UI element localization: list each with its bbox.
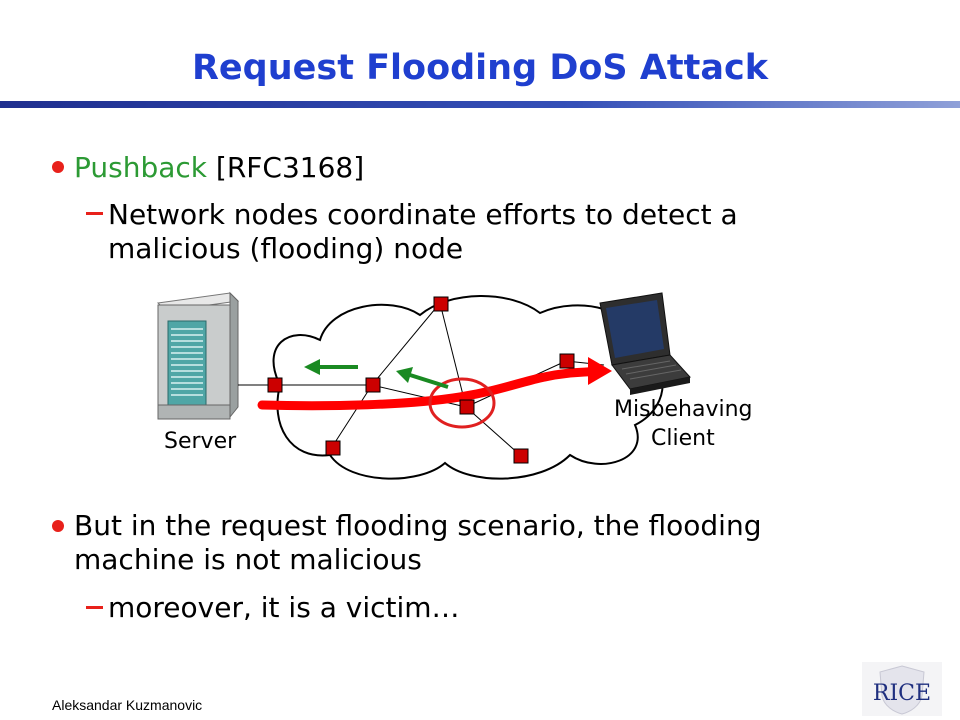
network-cloud — [272, 295, 664, 480]
title-divider — [0, 101, 960, 108]
bullet-marker — [52, 161, 64, 173]
pushback-term: Pushback — [74, 151, 208, 184]
bullet2-line-1: But in the request flooding scenario, th… — [74, 509, 762, 542]
router-node — [459, 399, 475, 415]
bullet-marker — [52, 520, 64, 532]
slide-title: Request Flooding DoS Attack — [191, 48, 769, 88]
pushback-arrow-1 — [304, 359, 358, 375]
pushback-network-diagram: Server — [156, 291, 753, 480]
subbullet-line-2: malicious (flooding) node — [108, 232, 464, 265]
router-node — [559, 353, 575, 369]
server-label: Server — [164, 429, 237, 454]
pushback-arrow-2 — [396, 367, 449, 389]
client-label-line1: Misbehaving — [614, 397, 753, 422]
router-node — [325, 440, 341, 456]
suspect-highlight-circle — [428, 377, 496, 429]
dash-marker — [86, 212, 103, 215]
rice-logo: RICE — [862, 662, 942, 716]
server-icon — [156, 291, 240, 420]
router-node — [365, 377, 381, 393]
subbullet2-text: moreover, it is a victim… — [108, 591, 460, 624]
footer-author: Aleksandar Kuzmanovic — [52, 697, 203, 713]
subbullet-line-1: Network nodes coordinate efforts to dete… — [108, 198, 738, 231]
client-label-line2: Client — [651, 426, 715, 451]
router-node — [513, 448, 529, 464]
routers — [267, 296, 575, 464]
dash-marker — [86, 606, 103, 609]
rfc-reference: [RFC3168] — [207, 151, 365, 184]
logo-text: RICE — [873, 681, 931, 706]
flood-arrowhead — [588, 357, 612, 385]
router-node — [267, 377, 283, 393]
router-node — [433, 296, 449, 312]
laptop-icon — [599, 292, 691, 395]
bullet-pushback: Pushback [RFC3168] — [74, 150, 364, 185]
bullet2-line-2: machine is not malicious — [74, 543, 422, 576]
